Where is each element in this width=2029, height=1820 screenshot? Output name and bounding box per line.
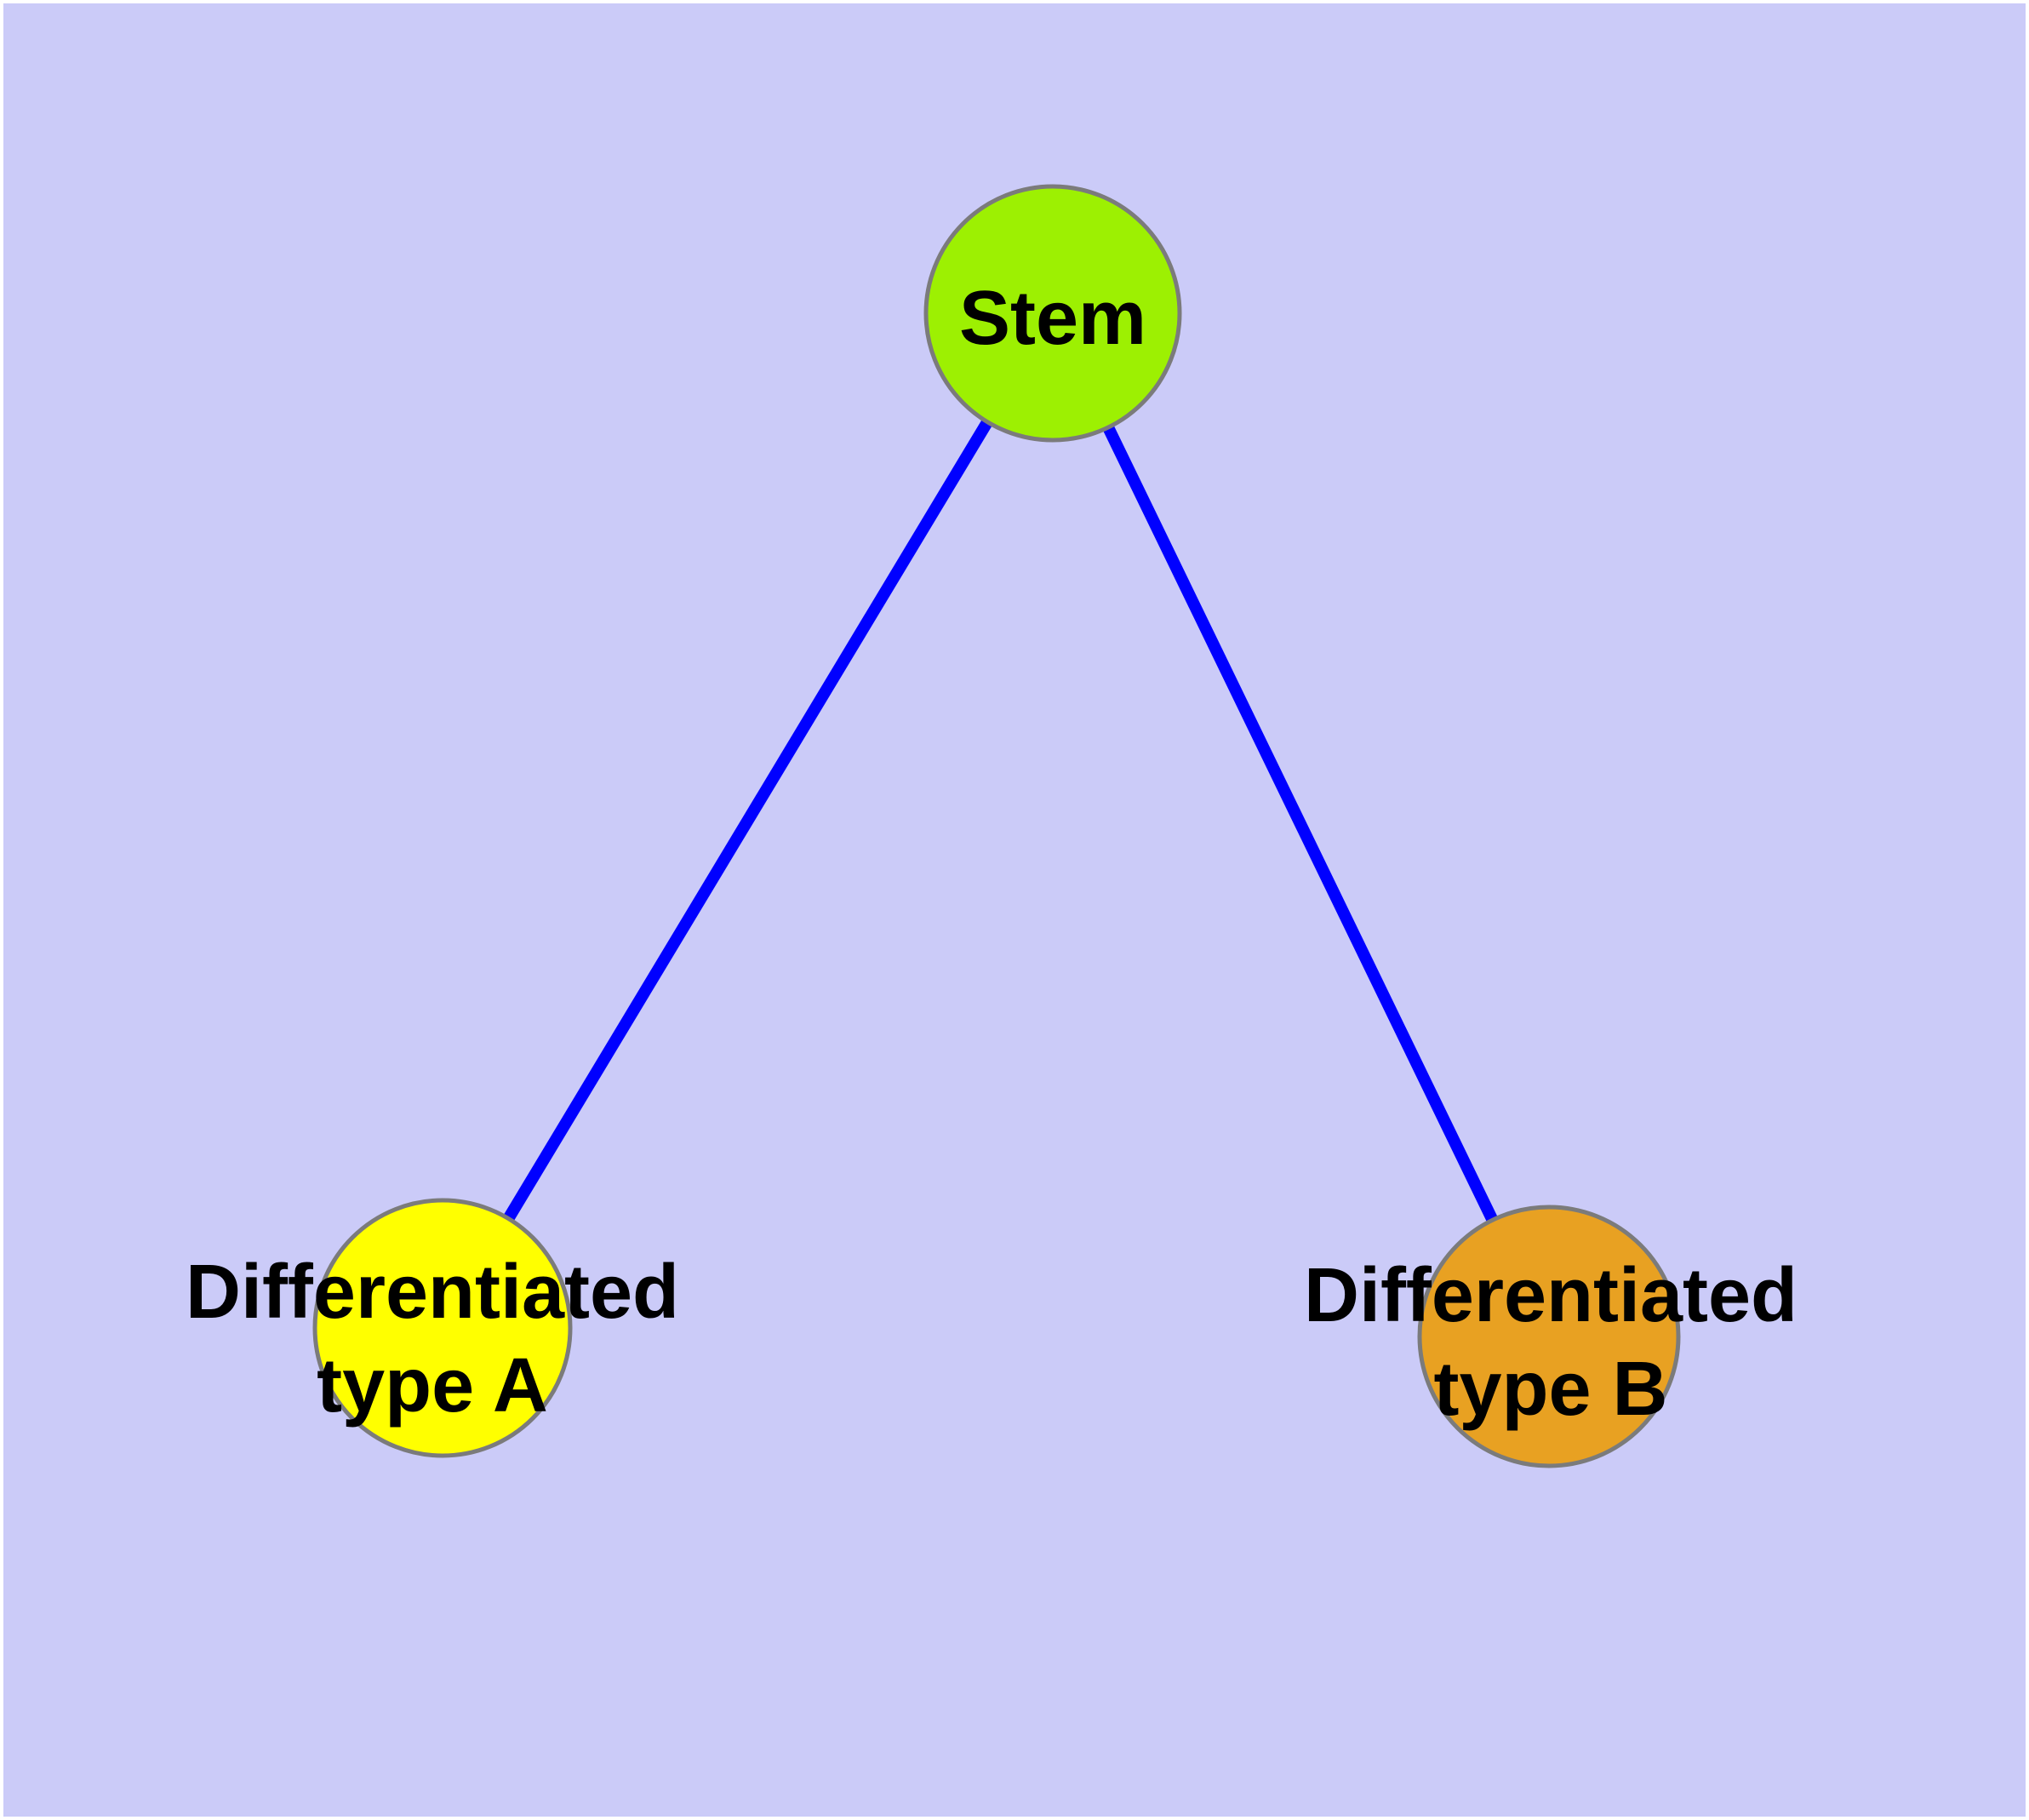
node-label-differentiated-type-b: Differentiated type B xyxy=(1304,1253,1798,1432)
node-stem xyxy=(923,184,1182,443)
node-label-line: type A xyxy=(317,1343,548,1428)
node-label-line: type B xyxy=(1433,1347,1667,1432)
node-label-stem: Stem xyxy=(959,276,1146,361)
node-differentiated-type-b xyxy=(1417,1205,1681,1468)
node-label-line: Differentiated xyxy=(1304,1253,1798,1338)
edge-stem-to-type-a xyxy=(437,310,1058,1331)
node-differentiated-type-a xyxy=(312,1198,573,1458)
edge-stem-to-type-b xyxy=(1047,310,1555,1340)
node-label-line: Differentiated xyxy=(186,1250,679,1335)
